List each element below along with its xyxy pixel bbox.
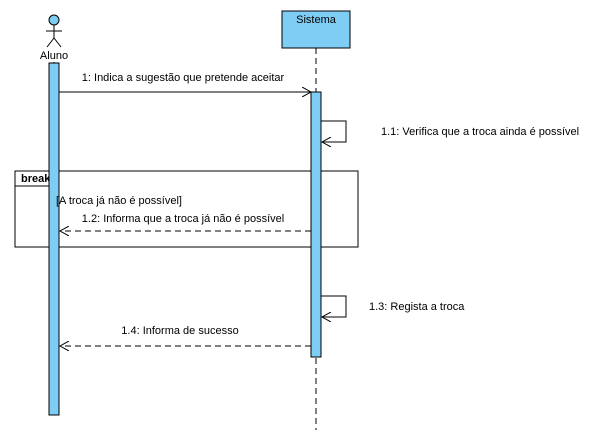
message-1-3-label: 1.3: Regista a troca [369,301,465,313]
message-1-label: 1: Indica a sugestão que pretende aceita… [82,72,285,84]
system-name: Sistema [296,14,337,26]
actor-icon [46,14,62,48]
break-guard: [A troca já não é possível] [56,195,182,207]
message-1-1-label: 1.1: Verifica que a troca ainda é possív… [381,126,579,138]
break-operator: break [21,173,51,185]
message-1-1-arrow [321,120,347,142]
actor-activation [48,62,60,416]
actor-name: Aluno [40,50,68,62]
break-fragment [14,170,359,248]
message-1-4-label: 1.4: Informa de sucesso [121,325,238,337]
message-1-3-arrow [321,295,347,317]
system-activation [310,91,322,358]
system-box [281,10,351,49]
message-1-2-label: 1.2: Informa que a troca já não é possív… [82,213,284,225]
